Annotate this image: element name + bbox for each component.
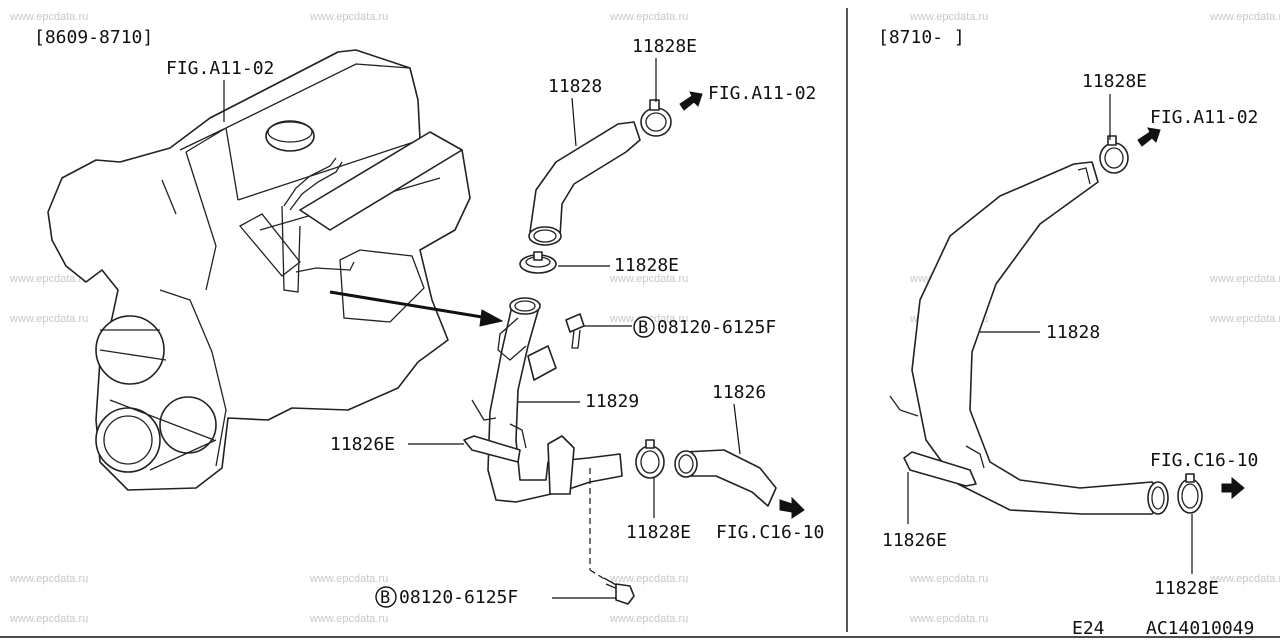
arrow-fig-upper <box>679 91 703 111</box>
watermark: www.epcdata.ru <box>909 573 988 585</box>
watermark: www.epcdata.ru <box>309 613 388 625</box>
watermark: www.epcdata.ru <box>9 273 88 285</box>
watermark: www.epcdata.ru <box>609 613 688 625</box>
label-fig-right: FIG.C16-10 <box>716 522 824 543</box>
watermark: www.epcdata.ru <box>1209 273 1280 285</box>
watermark: www.epcdata.ru <box>309 573 388 585</box>
dashed-bolt-line-2 <box>589 569 607 581</box>
bolt-symbol-bottom-letter: B <box>380 588 390 608</box>
label-bypass-hose-right: 11826E <box>882 530 947 551</box>
clamp-bottom-right <box>1177 473 1203 514</box>
left-date-range: [8609-8710] <box>34 27 153 48</box>
label-fig-engine: FIG.A11-02 <box>166 58 274 79</box>
bolt-bottom <box>603 577 635 605</box>
hose-11826 <box>674 449 777 507</box>
label-clamp-lower: 11828E <box>614 255 679 276</box>
label-tube: 11829 <box>585 391 639 412</box>
bolt-top <box>565 313 585 349</box>
label-clamp-top: 11828E <box>632 36 697 57</box>
label-hose-upper: 11828 <box>548 76 602 97</box>
leader-hose-upper <box>571 97 577 147</box>
label-clamp-right: 11828E <box>626 522 691 543</box>
bolt-symbol-top-letter: B <box>638 318 648 338</box>
watermark: www.epcdata.ru <box>1209 313 1280 325</box>
arrow-fig-bottom-right <box>1221 476 1245 500</box>
arrow-fig-right <box>779 496 805 519</box>
label-bypass-hose-left: 11826E <box>330 434 395 455</box>
watermark: www.epcdata.ru <box>609 573 688 585</box>
label-hose-right: 11826 <box>712 382 766 403</box>
label-clamp-bottom-right: 11828E <box>1154 578 1219 599</box>
locator-arrow-line <box>329 290 489 320</box>
watermark: www.epcdata.ru <box>9 313 88 325</box>
locator-arrowhead <box>479 309 504 327</box>
watermark: www.epcdata.ru <box>1209 11 1280 23</box>
label-clamp-top-right: 11828E <box>1082 71 1147 92</box>
label-hose-main: 11828 <box>1046 322 1100 343</box>
main-hose-11828 <box>911 161 1169 515</box>
watermark: www.epcdata.ru <box>909 11 988 23</box>
label-bolt-bottom: 08120-6125F <box>399 587 518 608</box>
tube-11829 <box>471 297 623 503</box>
watermark: www.epcdata.ru <box>609 11 688 23</box>
bypass-hose-left <box>463 435 521 463</box>
watermark: www.epcdata.ru <box>9 11 88 23</box>
clamp-top-right <box>1099 135 1129 174</box>
label-bolt-top: 08120-6125F <box>657 317 776 338</box>
bypass-hose-right <box>889 395 985 487</box>
bolt-symbol-bottom <box>375 586 397 608</box>
footer-diagram-code: AC14010049 <box>1146 618 1254 639</box>
watermark: www.epcdata.ru <box>609 273 688 285</box>
upper-hose-11828 <box>528 121 641 246</box>
label-fig-upper: FIG.A11-02 <box>708 83 816 104</box>
bolt-symbol-top <box>633 316 655 338</box>
leader-hose-right <box>733 403 741 455</box>
label-fig-top-right: FIG.A11-02 <box>1150 107 1258 128</box>
footer-section: E24 <box>1072 618 1105 639</box>
right-date-range: [8710- ] <box>878 27 965 48</box>
watermark: www.epcdata.ru <box>9 613 88 625</box>
engine-illustration <box>47 49 471 491</box>
arrow-fig-top-right <box>1137 127 1161 147</box>
clamp-right-left <box>635 439 665 479</box>
watermark: www.epcdata.ru <box>1209 573 1280 585</box>
label-fig-bottom-right: FIG.C16-10 <box>1150 450 1258 471</box>
watermark: www.epcdata.ru <box>909 613 988 625</box>
watermark: www.epcdata.ru <box>9 573 88 585</box>
clamp-lower-left <box>519 251 557 274</box>
clamp-top-left <box>640 99 672 137</box>
watermark: www.epcdata.ru <box>309 11 388 23</box>
